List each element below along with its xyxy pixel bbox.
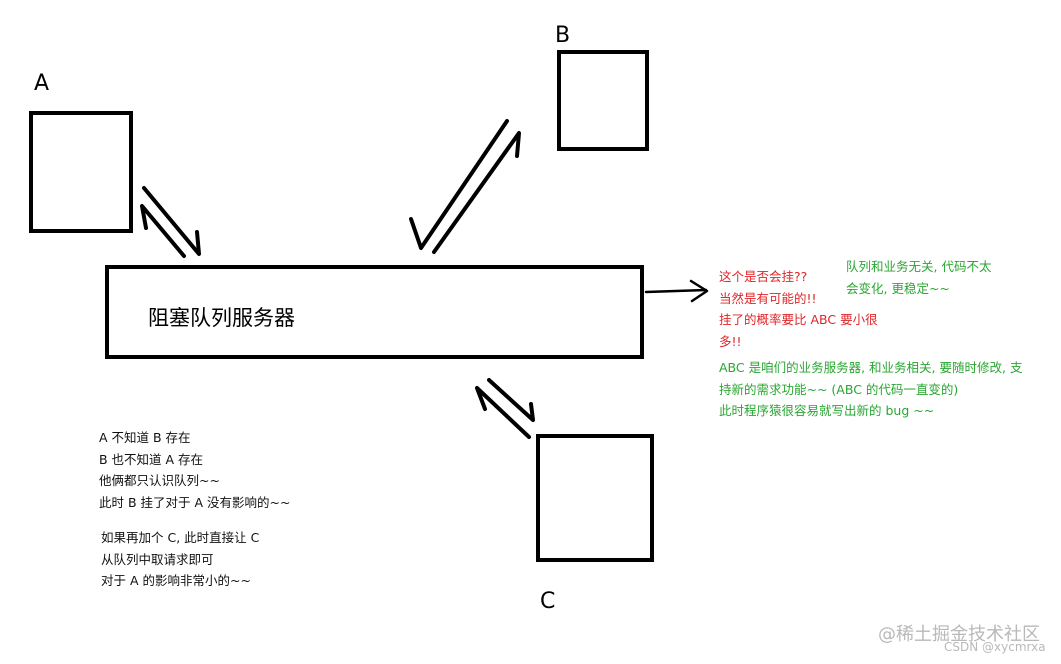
note-decoupling: A 不知道 B 存在 B 也不知道 A 存在 他俩都只认识队列~~ 此时 B 挂… — [99, 430, 291, 510]
label-c: C — [540, 589, 556, 614]
note-queue-failure: 这个是否会挂?? 当然是有可能的!! 挂了的概率要比 ABC 要小很 多!! — [719, 269, 878, 349]
arrow-queue-to-notes — [644, 279, 709, 303]
arrow-queue-to-c — [487, 378, 535, 422]
arrow-a-to-queue — [142, 186, 201, 256]
note-business-servers: ABC 是咱们的业务服务器, 和业务相关, 要随时修改, 支 持新的需求功能~~… — [719, 360, 1023, 418]
arrows-a-queue — [140, 186, 201, 258]
box-c — [536, 434, 654, 562]
watermark-csdn: CSDN @xycmrxa — [944, 640, 1046, 654]
note-queue-stable: 队列和业务无关, 代码不太 会变化, 更稳定~~ — [846, 259, 992, 296]
arrow-b-to-queue — [409, 119, 509, 250]
arrow-c-to-queue — [475, 386, 531, 439]
label-a: A — [34, 71, 50, 96]
note-add-c: 如果再加个 C, 此时直接让 C 从队列中取请求即可 对于 A 的影响非常小的~… — [101, 530, 260, 588]
arrows-b-queue — [409, 119, 521, 254]
label-b: B — [555, 23, 571, 48]
arrows-c-queue — [475, 378, 535, 439]
queue-server-box — [105, 265, 644, 359]
box-a — [29, 111, 133, 233]
arrow-queue-to-a — [140, 204, 186, 258]
queue-server-title: 阻塞队列服务器 — [148, 306, 295, 330]
arrow-queue-to-b — [432, 131, 521, 254]
box-b — [557, 50, 649, 151]
watermark-site: @稀土掘金技术社区 — [878, 624, 1040, 645]
